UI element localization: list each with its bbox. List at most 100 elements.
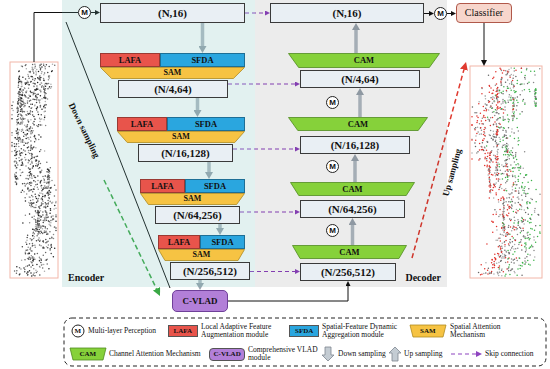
cloud-point	[483, 150, 485, 152]
cloud-point	[47, 98, 49, 100]
cloud-point	[506, 90, 508, 92]
cloud-point	[507, 233, 509, 235]
cloud-point	[503, 227, 505, 229]
cloud-point	[528, 89, 530, 91]
cloud-point	[25, 183, 27, 185]
cloud-point	[20, 115, 22, 117]
cloud-point	[33, 121, 35, 123]
cloud-point	[505, 273, 507, 275]
cloud-point	[481, 87, 483, 89]
cloud-point	[41, 98, 43, 100]
cloud-point	[17, 164, 19, 166]
cloud-point	[31, 240, 33, 242]
cloud-point	[50, 245, 52, 247]
cloud-point	[526, 174, 528, 176]
cloud-point	[37, 188, 39, 190]
cloud-point	[28, 114, 30, 116]
cloud-point	[25, 103, 27, 105]
cloud-point	[42, 203, 44, 205]
cloud-point	[518, 193, 520, 195]
cloud-point	[521, 275, 523, 277]
cloud-point	[28, 139, 30, 141]
cloud-point	[14, 143, 16, 145]
cloud-point	[27, 246, 29, 248]
cloud-point	[512, 184, 514, 186]
cloud-point	[43, 247, 45, 249]
cloud-point	[21, 111, 23, 113]
cloud-point	[46, 232, 48, 234]
cloud-point	[37, 111, 39, 113]
cloud-point	[39, 207, 41, 209]
cloud-point	[507, 114, 509, 116]
cloud-point	[52, 70, 54, 72]
cloud-point	[523, 230, 525, 232]
cloud-point	[54, 64, 56, 66]
cloud-point	[27, 137, 29, 139]
cloud-point	[514, 217, 516, 219]
cloud-point	[506, 143, 508, 145]
cloud-point	[26, 125, 28, 127]
cloud-point	[30, 164, 32, 166]
cloud-point	[16, 151, 18, 153]
output-point-cloud	[471, 67, 541, 276]
cloud-point	[38, 220, 40, 222]
cloud-point	[516, 83, 518, 85]
cloud-point	[505, 135, 507, 137]
cloud-point	[509, 252, 511, 254]
cloud-point	[17, 135, 19, 137]
cloud-point	[493, 100, 495, 102]
cloud-point	[44, 187, 46, 189]
cloud-point	[514, 190, 516, 192]
cloud-point	[20, 159, 22, 161]
cloud-point	[496, 89, 498, 91]
cloud-point	[21, 164, 23, 166]
cloud-point	[41, 124, 43, 126]
cloud-point	[20, 80, 22, 82]
cloud-point	[37, 210, 39, 212]
cloud-point	[45, 107, 47, 109]
cloud-point	[48, 194, 50, 196]
cloud-point	[38, 160, 40, 162]
cloud-point	[499, 90, 501, 92]
cloud-point	[524, 186, 526, 188]
cloud-point	[512, 155, 514, 157]
cloud-point	[36, 163, 38, 165]
cloud-point	[18, 118, 20, 120]
cloud-point	[32, 167, 34, 169]
cloud-point	[500, 82, 502, 84]
cloud-point	[37, 82, 39, 84]
cloud-point	[19, 138, 21, 140]
cloud-point	[24, 94, 26, 96]
cloud-point	[41, 185, 43, 187]
cloud-point	[502, 222, 504, 224]
cloud-point	[15, 154, 17, 156]
cloud-point	[505, 262, 507, 264]
cloud-point	[513, 90, 515, 92]
cloud-point	[502, 90, 504, 92]
cloud-point	[491, 150, 493, 152]
cloud-point	[25, 185, 27, 187]
cloud-point	[29, 243, 31, 245]
cloud-point	[40, 68, 42, 70]
cloud-point	[28, 121, 30, 123]
cloud-point	[15, 181, 16, 183]
cloud-point	[486, 158, 488, 160]
cloud-point	[496, 229, 498, 231]
cloud-point	[32, 94, 34, 96]
cloud-point	[503, 190, 505, 192]
cloud-point	[53, 256, 55, 258]
cloud-point	[44, 175, 46, 177]
cloud-point	[496, 169, 498, 171]
cloud-point	[479, 158, 481, 160]
cloud-point	[509, 197, 511, 199]
cloud-point	[479, 149, 481, 151]
cloud-point	[489, 85, 491, 87]
cloud-point	[32, 228, 34, 230]
cloud-point	[498, 275, 500, 277]
cloud-point	[25, 126, 27, 128]
cloud-point	[507, 268, 509, 270]
cloud-point	[30, 126, 32, 128]
cloud-point	[27, 74, 29, 76]
cloud-point	[485, 262, 487, 264]
cloud-point	[22, 92, 24, 94]
